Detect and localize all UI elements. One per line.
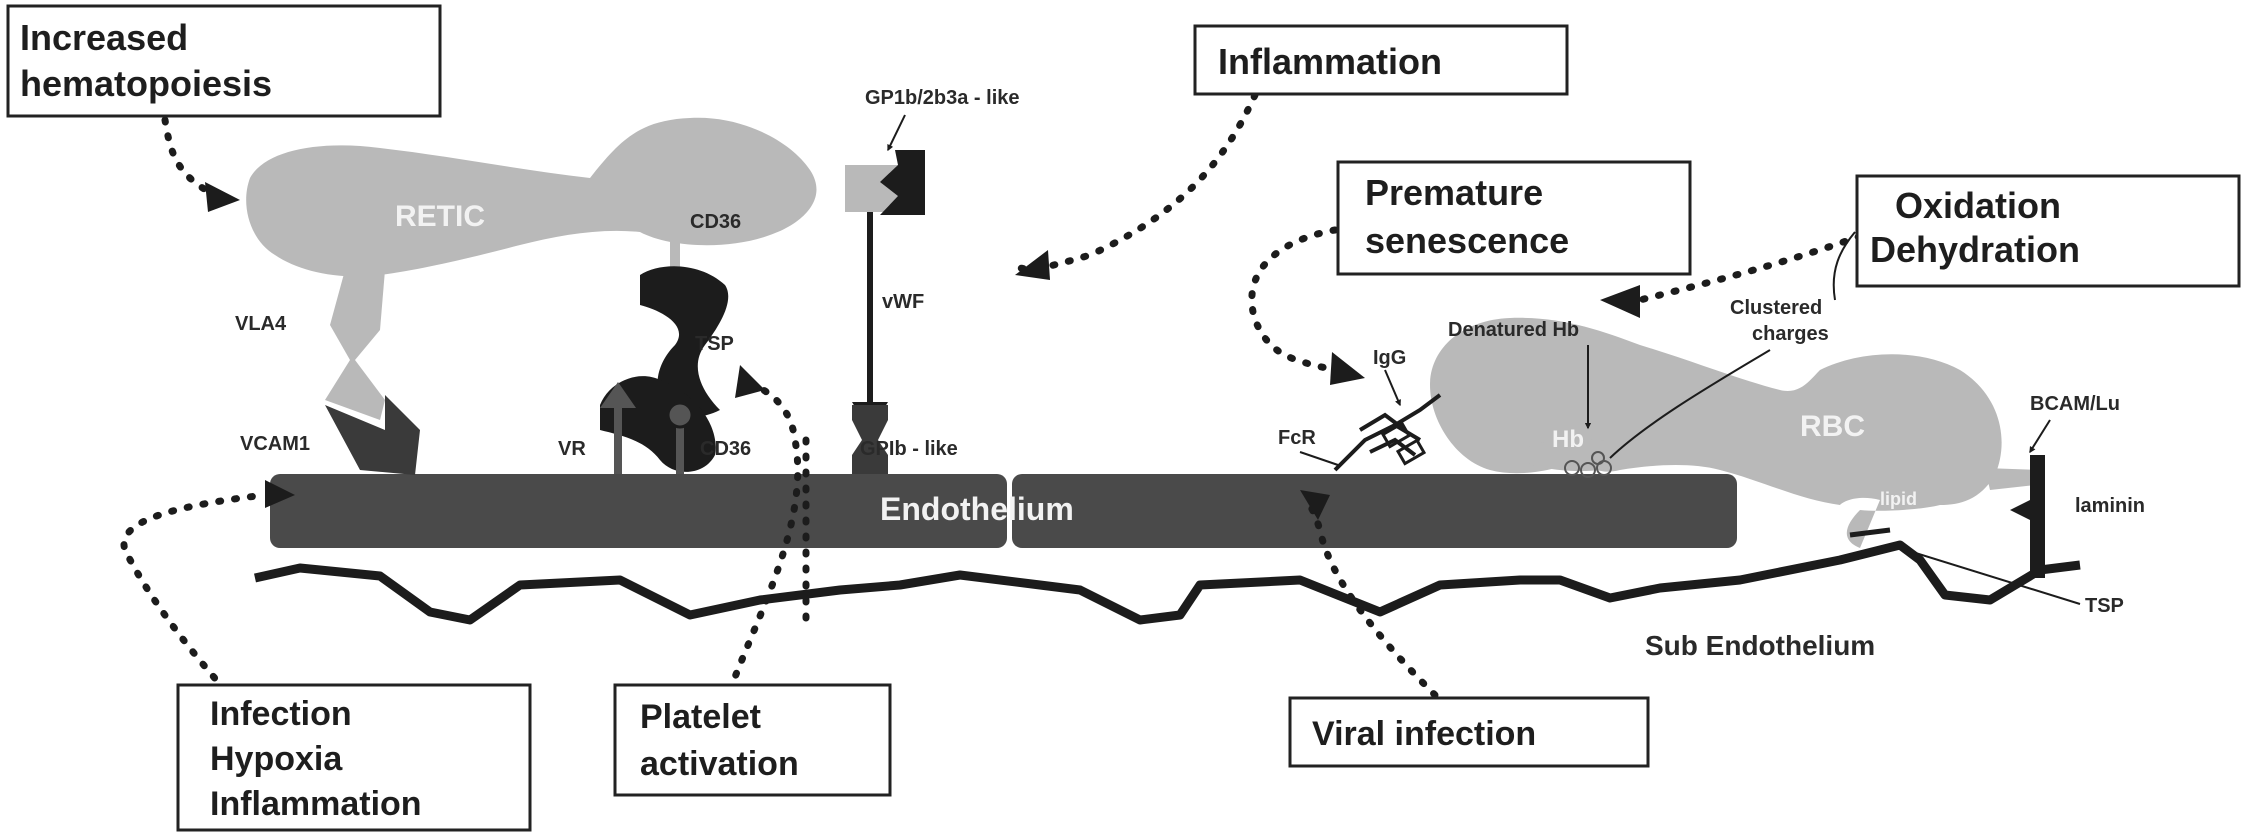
arrowhead-hematopoiesis (205, 182, 240, 212)
vcam1-label: VCAM1 (240, 433, 310, 455)
bcam-pointer (2030, 420, 2050, 452)
retic-label: RETIC (395, 200, 485, 233)
cd36-knob (668, 403, 692, 427)
retic-cell (246, 118, 816, 277)
arrowhead-platelet (735, 365, 765, 398)
vla4-receptor (325, 270, 385, 420)
clustered-charges-label-1: Clustered (1730, 297, 1822, 319)
lipid-label: lipid (1880, 489, 1917, 509)
box-hematopoiesis-line-2: hematopoiesis (20, 63, 272, 104)
laminin-label: laminin (2075, 495, 2145, 517)
box-infection-hypoxia-inflammation: Infection Hypoxia Inflammation (178, 685, 530, 830)
box-oxidation-line-1: Oxidation (1895, 185, 2061, 226)
dotted-infection (124, 495, 265, 690)
dotted-inflammation (1020, 95, 1255, 269)
denatured-hb-label: Denatured Hb (1448, 319, 1579, 341)
box-platelet-line-1: Platelet (640, 698, 761, 736)
box-hematopoiesis-line-1: Increased (20, 17, 188, 58)
sub-endothelium-label: Sub Endothelium (1645, 630, 1875, 661)
fcr-pointer (1300, 452, 1338, 465)
vla4-label: VLA4 (235, 313, 287, 335)
box-platelet-activation: Platelet activation (615, 685, 890, 795)
clustered-charges-label-2: charges (1752, 323, 1829, 345)
arrowhead-oxidation (1600, 285, 1640, 318)
box-inflammation-line-1: Inflammation (1218, 41, 1442, 82)
arrowhead-senescence (1330, 352, 1365, 385)
box-platelet-line-2: activation (640, 745, 799, 783)
endothelium-right-bar (1012, 474, 1737, 548)
box-infection-line-3: Inflammation (210, 785, 422, 823)
box-viral-infection: Viral infection (1290, 698, 1648, 766)
box-inflammation: Inflammation (1195, 26, 1567, 94)
hb-label: Hb (1552, 426, 1584, 453)
igg-label: IgG (1373, 347, 1406, 369)
box-infection-line-2: Hypoxia (210, 740, 343, 778)
fcr-label: FcR (1278, 427, 1316, 449)
box-senescence-line-2: senescence (1365, 220, 1569, 261)
rbc-label: RBC (1800, 410, 1865, 443)
tsp-right-label: TSP (2085, 595, 2124, 617)
gp1b2b3a-pointer (888, 115, 905, 150)
box-oxidation-dehydration: Oxidation Dehydration (1857, 176, 2239, 286)
box-viral-line-1: Viral infection (1312, 715, 1536, 753)
box-increased-hematopoiesis: Increased hematopoiesis (8, 6, 440, 116)
endothelium-label: Endothelium (880, 491, 1074, 527)
vr-label: VR (558, 438, 586, 460)
box-oxidation-line-2: Dehydration (1870, 229, 2080, 270)
gp1b-like-label: GPIb - like (860, 438, 958, 460)
vwf-label: vWF (882, 291, 924, 313)
cd36-bottom-label: CD36 (700, 438, 751, 460)
sub-endothelium-line (255, 545, 2080, 620)
box-infection-line-1: Infection (210, 695, 352, 733)
cd36-top-label: CD36 (690, 211, 741, 233)
tsp-left-label: TSP (695, 333, 734, 355)
gp1b2b3a-label: GP1b/2b3a - like (865, 87, 1020, 109)
box-premature-senescence: Premature senescence (1338, 162, 1690, 274)
box-senescence-line-1: Premature (1365, 172, 1543, 213)
dotted-senescence (1252, 230, 1335, 370)
bcam-lu-label: BCAM/Lu (2030, 393, 2120, 415)
igg-pointer (1385, 370, 1400, 405)
